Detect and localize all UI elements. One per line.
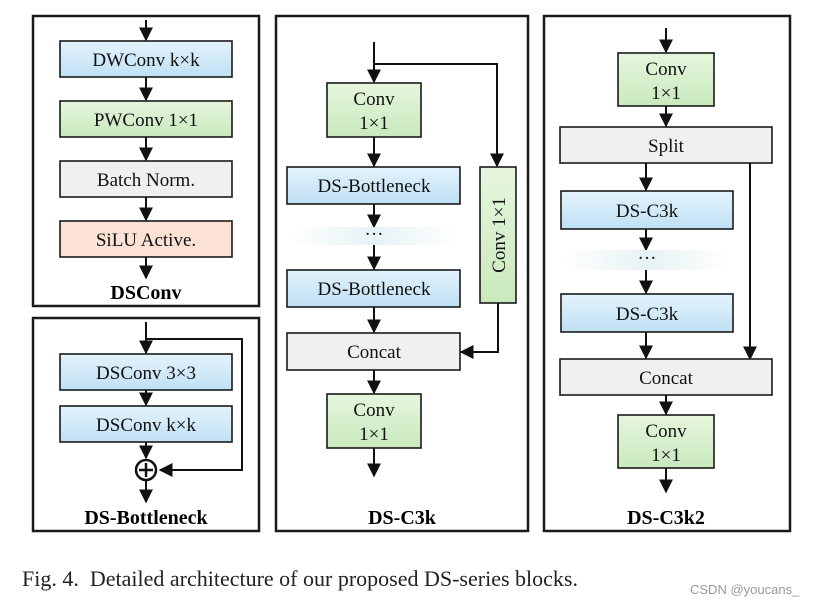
- pwconv-label: PWConv 1×1: [94, 110, 198, 131]
- c3k-concat-node: Concat: [286, 332, 461, 371]
- pwconv-node: PWConv 1×1: [59, 100, 233, 138]
- c3k-bottleneck-1-node: DS-Bottleneck: [286, 166, 461, 205]
- c3k-shortcut-conv-label: Conv 1×1: [489, 197, 510, 273]
- dwconv-node: DWConv k×k: [59, 40, 233, 78]
- silu-node: SiLU Active.: [59, 220, 233, 258]
- c3k2-c3k-2-label: DS-C3k: [616, 304, 679, 325]
- ds-c3k-title: DS-C3k: [368, 507, 437, 529]
- ds-bottleneck-title: DS-Bottleneck: [84, 507, 208, 529]
- c3k-ellipsis: ···: [365, 224, 384, 245]
- c3k2-conv-in-label: Conv: [645, 59, 687, 80]
- c3k-conv-out-label: Conv: [353, 400, 395, 421]
- c3k2-conv-in-node: Conv 1×1: [617, 52, 715, 107]
- ds-c3k2-title: DS-C3k2: [627, 507, 705, 529]
- watermark: CSDN @youcans_: [690, 582, 800, 597]
- c3k-conv-in-label: Conv: [353, 89, 395, 110]
- c3k2-concat-node: Concat: [559, 358, 773, 396]
- ds-bottleneck-panel: DSConv 3×3 DSConv k×k DS-Bottleneck: [31, 316, 261, 533]
- residual-connection: [146, 338, 243, 477]
- split-node: Split: [559, 126, 773, 164]
- dsconv-3x3-node: DSConv 3×3: [59, 353, 233, 391]
- c3k2-c3k-1-node: DS-C3k: [560, 190, 734, 230]
- c3k-conv-out-node: Conv 1×1: [326, 393, 422, 449]
- c3k-ellipsis-pill: [290, 227, 458, 245]
- c3k2-concat-label: Concat: [639, 368, 694, 389]
- dsconv-title: DSConv: [110, 282, 181, 304]
- c3k-shortcut-conv-node: Conv 1×1: [479, 166, 517, 304]
- figure-caption: Fig. 4. Detailed architecture of our pro…: [22, 566, 578, 591]
- c3k2-conv-out-label: Conv: [645, 421, 687, 442]
- silu-label: SiLU Active.: [96, 230, 196, 251]
- batch-norm-label: Batch Norm.: [97, 170, 195, 191]
- c3k2-ellipsis-pill: [563, 250, 731, 270]
- c3k2-conv-out-size: 1×1: [651, 445, 681, 466]
- c3k2-c3k-1-label: DS-C3k: [616, 201, 679, 222]
- dwconv-label: DWConv k×k: [92, 50, 200, 71]
- c3k2-ellipsis: ···: [638, 248, 657, 269]
- c3k-bottleneck-1-label: DS-Bottleneck: [318, 176, 431, 197]
- dsconv-panel: DWConv k×k PWConv 1×1 Batch Norm. SiLU A…: [31, 14, 261, 308]
- add-icon: [134, 458, 158, 482]
- ds-c3k-panel: Conv 1×1 DS-Bottleneck ··· DS-Bottleneck…: [274, 14, 530, 533]
- split-label: Split: [648, 136, 685, 157]
- c3k2-conv-in-size: 1×1: [651, 83, 681, 104]
- batch-norm-node: Batch Norm.: [59, 160, 233, 198]
- c3k-shortcut-edge: [374, 63, 504, 168]
- c3k-shortcut-to-concat-edge: [459, 303, 499, 359]
- c3k-bottleneck-2-node: DS-Bottleneck: [286, 269, 461, 308]
- c3k-conv-out-size: 1×1: [359, 424, 389, 445]
- dsconv-3x3-label: DSConv 3×3: [96, 363, 196, 384]
- c3k2-conv-out-node: Conv 1×1: [617, 414, 715, 469]
- c3k2-c3k-2-node: DS-C3k: [560, 293, 734, 333]
- dsconv-kxk-label: DSConv k×k: [96, 415, 196, 436]
- dsconv-kxk-node: DSConv k×k: [59, 405, 233, 443]
- c3k-conv-in-node: Conv 1×1: [326, 82, 422, 138]
- c3k-concat-label: Concat: [347, 342, 402, 363]
- c3k-bottleneck-2-label: DS-Bottleneck: [318, 279, 431, 300]
- ds-c3k2-panel: Conv 1×1 Split DS-C3k ··· DS-C3k Concat: [542, 14, 792, 533]
- c3k-conv-in-size: 1×1: [359, 113, 389, 134]
